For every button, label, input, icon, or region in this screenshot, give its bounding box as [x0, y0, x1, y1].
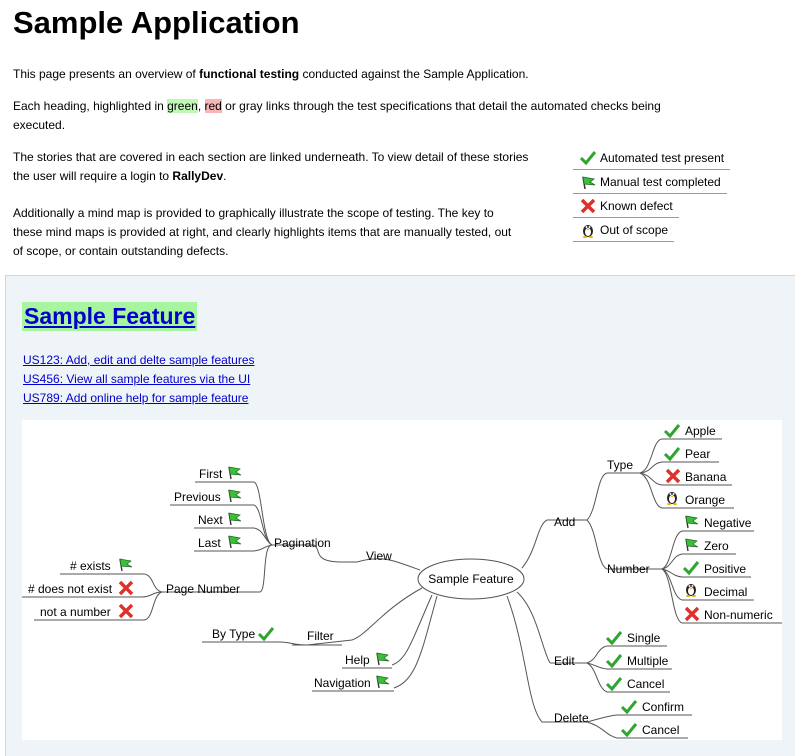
node-view: View: [366, 549, 392, 563]
legend-item-automated: Automated test present: [573, 147, 731, 170]
node-help-flag-icon: [376, 652, 390, 666]
node-navigation: Navigation: [314, 676, 371, 690]
mind-map-root-label: Sample Feature: [428, 572, 514, 586]
node-non-numeric: Non-numeric: [704, 608, 773, 622]
node-single: Single: [627, 631, 661, 645]
node-negative-flag-icon: [685, 515, 699, 529]
node-positive: Positive: [704, 562, 746, 576]
mind-map-canvas: Sample Feature View Pagination First Pre…: [22, 423, 782, 739]
stories-note-paragraph: The stories that are covered in each sec…: [13, 150, 529, 183]
node-exists-flag-icon: [119, 558, 133, 572]
feature-title-link[interactable]: Sample Feature: [24, 303, 196, 329]
node-pagination: Pagination: [274, 536, 331, 550]
node-cancel-delete-check-icon: [620, 722, 638, 737]
node-confirm-check-icon: [620, 699, 638, 714]
node-orange-penguin-icon: [667, 492, 677, 505]
node-apple-check-icon: [663, 423, 681, 438]
legend-item-out-of-scope: Out of scope: [573, 219, 675, 242]
legend-item-defect: Known defect: [573, 195, 679, 218]
node-next: Next: [198, 513, 223, 527]
node-apple: Apple: [685, 424, 716, 438]
node-decimal-penguin-icon: [686, 584, 696, 597]
node-decimal: Decimal: [704, 585, 747, 599]
check-icon: [580, 151, 596, 165]
node-zero-flag-icon: [685, 538, 699, 552]
node-not-a-number: not a number: [40, 605, 111, 619]
mind-map-root-node: [417, 558, 525, 600]
node-confirm: Confirm: [642, 700, 684, 714]
heading-note-paragraph: Each heading, highlighted in green, red …: [13, 99, 661, 132]
node-number: Number: [607, 562, 650, 576]
node-page-number: Page Number: [166, 582, 240, 596]
node-does-not-exist-cross-icon: [118, 580, 134, 596]
story-link-2: US456: View all sample features via the …: [23, 372, 251, 386]
intro-paragraph: This page presents an overview of functi…: [13, 67, 529, 81]
node-next-flag-icon: [228, 512, 242, 526]
node-filter: Filter: [307, 629, 334, 643]
node-type: Type: [607, 458, 633, 472]
node-previous-flag-icon: [228, 489, 242, 503]
green-flag-icon: [582, 176, 596, 189]
node-first-flag-icon: [228, 466, 242, 480]
mind-map-edges: [22, 438, 782, 739]
node-pear-check-icon: [663, 446, 681, 461]
node-multiple-check-icon: [605, 653, 623, 668]
node-non-numeric-cross-icon: [684, 606, 700, 622]
node-banana-cross-icon: [665, 468, 681, 484]
node-not-a-number-cross-icon: [118, 603, 134, 619]
legend: Automated test present Manual test compl…: [573, 147, 733, 243]
story-link-1: US123: Add, edit and delte sample featur…: [23, 353, 255, 367]
node-single-check-icon: [605, 630, 623, 645]
penguin-icon: [582, 225, 594, 238]
node-by-type-check-icon: [257, 626, 275, 641]
node-zero: Zero: [704, 539, 729, 553]
legend-item-manual: Manual test completed: [573, 171, 727, 194]
node-orange: Orange: [685, 493, 725, 507]
node-positive-check-icon: [682, 560, 700, 575]
node-previous: Previous: [174, 490, 221, 504]
node-cancel-delete: Cancel: [642, 723, 679, 737]
node-cancel-edit-check-icon: [605, 676, 623, 691]
node-help: Help: [345, 653, 370, 667]
node-add: Add: [554, 515, 575, 529]
node-last: Last: [198, 536, 221, 550]
node-banana: Banana: [685, 470, 727, 484]
node-exists: # exists: [70, 559, 111, 573]
node-delete: Delete: [554, 711, 589, 725]
node-cancel-edit: Cancel: [627, 677, 664, 691]
mind-map: Sample Feature View Pagination First Pre…: [22, 420, 782, 740]
node-does-not-exist: # does not exist: [28, 582, 113, 596]
mindmap-note-paragraph: Additionally a mind map is provided to g…: [13, 206, 512, 258]
feature-title: Sample Feature: [22, 302, 198, 331]
node-navigation-flag-icon: [376, 675, 390, 689]
node-negative: Negative: [704, 516, 752, 530]
node-by-type: By Type: [212, 627, 255, 641]
node-first: First: [199, 467, 223, 481]
red-cross-icon: [580, 199, 596, 213]
page-title: Sample Application: [13, 5, 300, 40]
node-pear: Pear: [685, 447, 710, 461]
node-edit: Edit: [554, 654, 575, 668]
node-multiple: Multiple: [627, 654, 669, 668]
node-last-flag-icon: [228, 535, 242, 549]
story-link-3: US789: Add online help for sample featur…: [23, 391, 249, 405]
